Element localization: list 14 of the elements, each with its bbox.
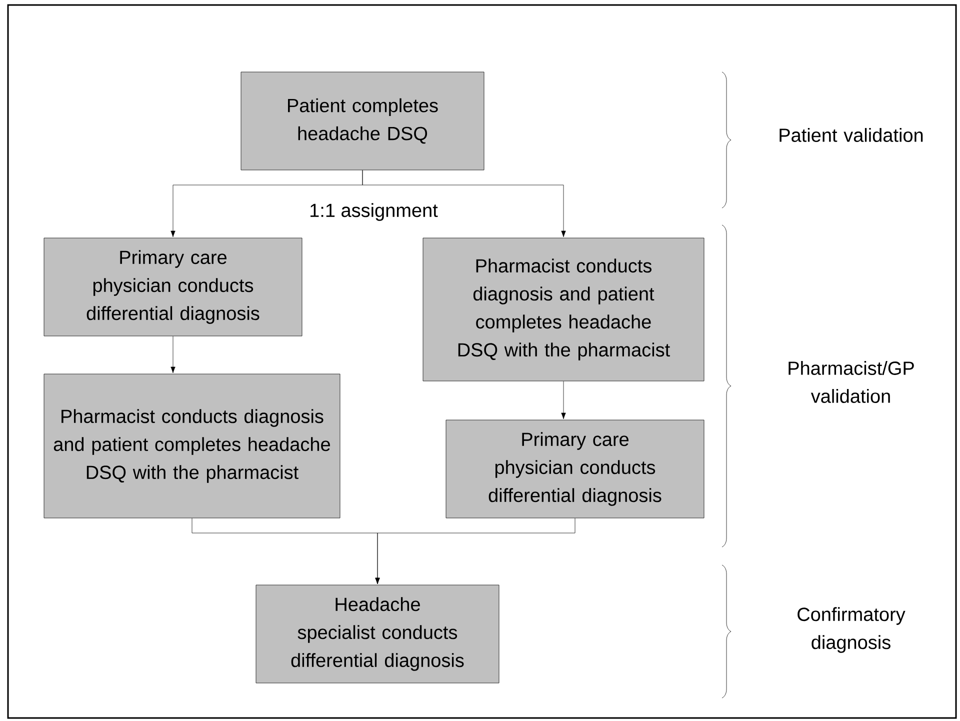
section-label: Confirmatory diagnosis <box>798 607 906 653</box>
edge-label: 1:1 assignment <box>310 203 438 221</box>
process-box: Patient completes headache DSQ <box>240 72 484 170</box>
section-label: Patient validation <box>780 128 923 142</box>
process-box: Pharmacist conducts diagnosis and patient completes headache DSQ with the pharmacist <box>44 374 340 518</box>
process-box: Primary care physician conducts differential diagnosis <box>44 238 302 336</box>
arrow <box>375 518 576 584</box>
process-box: Pharmacist conducts diagnosis and patient completes headache DSQ with the pharmacist <box>422 238 704 382</box>
arrow <box>561 381 566 420</box>
process-box: Headache specialist conducts differential diagnosis <box>256 584 500 684</box>
process-box: Primary care physician conducts differential diagnosis <box>446 420 704 518</box>
section-label: Pharmacist/GP validation <box>788 361 914 403</box>
arrow <box>170 336 176 374</box>
arrow <box>362 170 566 238</box>
